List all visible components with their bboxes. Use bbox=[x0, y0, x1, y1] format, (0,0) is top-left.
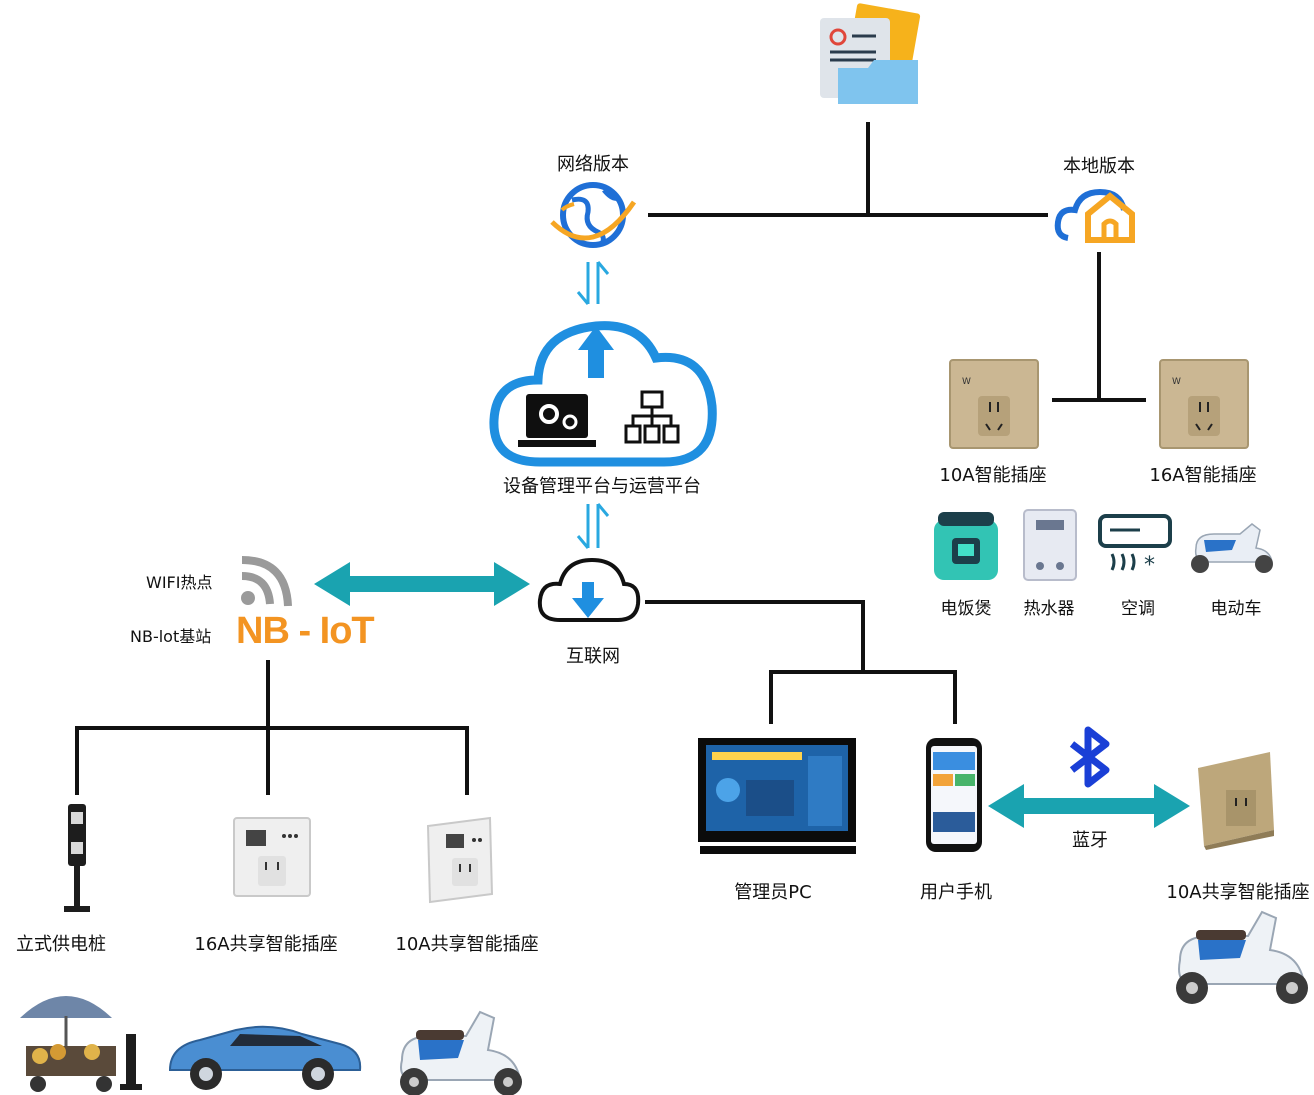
shared-socket-16a-image bbox=[233, 817, 311, 897]
svg-text:W: W bbox=[962, 377, 971, 387]
cloud-house-icon bbox=[1054, 188, 1135, 243]
bluetooth-icon bbox=[1069, 726, 1110, 788]
label-socket-16a: 16A智能插座 bbox=[1149, 465, 1257, 486]
label-shared-socket-10a: 10A共享智能插座 bbox=[395, 934, 539, 955]
double-arrow-bluetooth bbox=[988, 784, 1190, 828]
sync-arrows-bottom bbox=[576, 503, 610, 549]
admin-pc-image bbox=[698, 738, 856, 854]
label-nb-station: NB-lot基站 bbox=[130, 627, 212, 646]
nb-iot-logo: NB - IoT bbox=[236, 610, 375, 652]
socket-16a-image: W bbox=[1159, 359, 1249, 449]
sync-arrows-top bbox=[576, 261, 610, 305]
platform-cloud-icon bbox=[489, 321, 717, 467]
globe-icon bbox=[550, 182, 637, 248]
street-vendor-cart-image bbox=[20, 996, 142, 1092]
socket-10a-image: W bbox=[949, 359, 1039, 449]
label-local-version: 本地版本 bbox=[1063, 156, 1135, 177]
label-user-phone: 用户手机 bbox=[920, 882, 992, 903]
scooter-image-bottom bbox=[400, 1010, 522, 1095]
rice-cooker-icon bbox=[934, 512, 998, 580]
air-conditioner-icon: * bbox=[1098, 514, 1172, 578]
label-platform: 设备管理平台与运营平台 bbox=[503, 476, 701, 497]
label-bluetooth: 蓝牙 bbox=[1072, 830, 1108, 851]
label-wifi-hotspot: WIFI热点 bbox=[146, 573, 213, 592]
water-heater-icon bbox=[1023, 509, 1077, 581]
label-shared-socket-16a: 16A共享智能插座 bbox=[194, 934, 338, 955]
label-water-heater: 热水器 bbox=[1023, 599, 1075, 619]
label-power-pile: 立式供电桩 bbox=[16, 934, 106, 955]
connector-lines bbox=[75, 122, 1146, 795]
label-socket-10a: 10A智能插座 bbox=[939, 465, 1047, 486]
label-shared-socket-10a-right: 10A共享智能插座 bbox=[1166, 882, 1310, 903]
user-phone-image bbox=[926, 738, 982, 852]
label-air-conditioner: 空调 bbox=[1121, 599, 1155, 619]
label-internet: 互联网 bbox=[566, 646, 620, 667]
double-arrow-wifi-internet bbox=[314, 562, 530, 606]
shared-socket-10a-right-image bbox=[1198, 752, 1274, 850]
wifi-icon bbox=[241, 556, 292, 607]
label-network-version: 网络版本 bbox=[557, 154, 629, 175]
label-ebike: 电动车 bbox=[1210, 599, 1262, 619]
ebike-icon-small bbox=[1191, 523, 1273, 573]
svg-text:W: W bbox=[1172, 377, 1181, 387]
label-rice-cooker: 电饭煲 bbox=[940, 599, 992, 619]
internet-cloud-icon bbox=[537, 557, 641, 622]
shared-socket-10a-image bbox=[426, 816, 494, 904]
document-folder-icon bbox=[820, 3, 921, 104]
scooter-image-right bbox=[1176, 910, 1308, 1004]
svg-text:*: * bbox=[1144, 553, 1155, 578]
label-admin-pc: 管理员PC bbox=[734, 882, 812, 903]
electric-car-image bbox=[168, 1025, 362, 1090]
power-pile-image bbox=[64, 804, 90, 912]
